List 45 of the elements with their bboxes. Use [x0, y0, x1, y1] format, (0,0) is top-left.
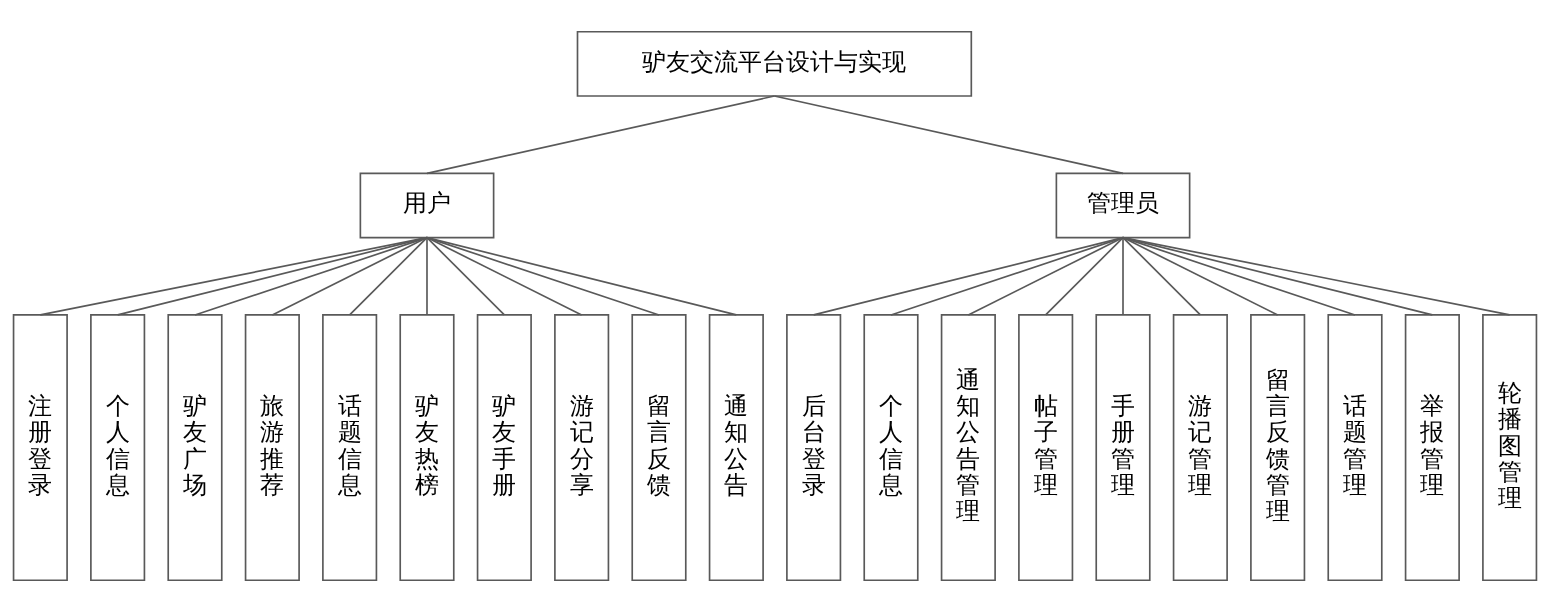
connector [39, 236, 428, 316]
connector [1044, 236, 1124, 316]
connector [426, 236, 738, 316]
node-box: 注册登录 [12, 314, 68, 582]
node-box: 轮播图管理 [1482, 314, 1538, 582]
connector [194, 236, 428, 316]
connector [271, 236, 428, 316]
node-box: 游记分享 [554, 314, 610, 582]
node-box: 用户 [359, 172, 495, 239]
node-box: 举报管理 [1404, 314, 1460, 582]
node-box: 留言反馈 [631, 314, 687, 582]
node-box: 留言反馈管理 [1250, 314, 1306, 582]
node-box: 游记管理 [1172, 314, 1228, 582]
node-box: 话题管理 [1327, 314, 1383, 582]
connector [426, 236, 506, 316]
node-box: 后台登录 [786, 314, 842, 582]
node-box: 个人信息 [90, 314, 146, 582]
node-box: 个人信息 [863, 314, 919, 582]
node-box: 驴友交流平台设计与实现 [576, 30, 973, 97]
node-box: 驴友热榜 [399, 314, 455, 582]
connector [1122, 236, 1356, 316]
node-box: 手册管理 [1095, 314, 1151, 582]
node-box: 通知公告管理 [940, 314, 996, 582]
node-box: 驴友广场 [167, 314, 223, 582]
node-box: 旅游推荐 [244, 314, 300, 582]
connector [890, 236, 1124, 316]
connector [1122, 236, 1202, 316]
connector [812, 236, 1124, 316]
connector [1122, 236, 1434, 316]
connector [773, 95, 1124, 175]
node-box: 驴友手册 [476, 314, 532, 582]
connector [426, 236, 583, 316]
node-box: 帖子管理 [1018, 314, 1074, 582]
node-box: 通知公告 [708, 314, 764, 582]
connector [426, 95, 776, 175]
node-box: 管理员 [1055, 172, 1191, 239]
connector [426, 236, 660, 316]
connector [426, 236, 428, 316]
connector [1122, 236, 1279, 316]
connector [116, 236, 428, 316]
node-box: 话题信息 [322, 314, 378, 582]
connector [1122, 236, 1511, 316]
connector [1122, 236, 1124, 316]
connector [967, 236, 1124, 316]
connector [348, 236, 428, 316]
